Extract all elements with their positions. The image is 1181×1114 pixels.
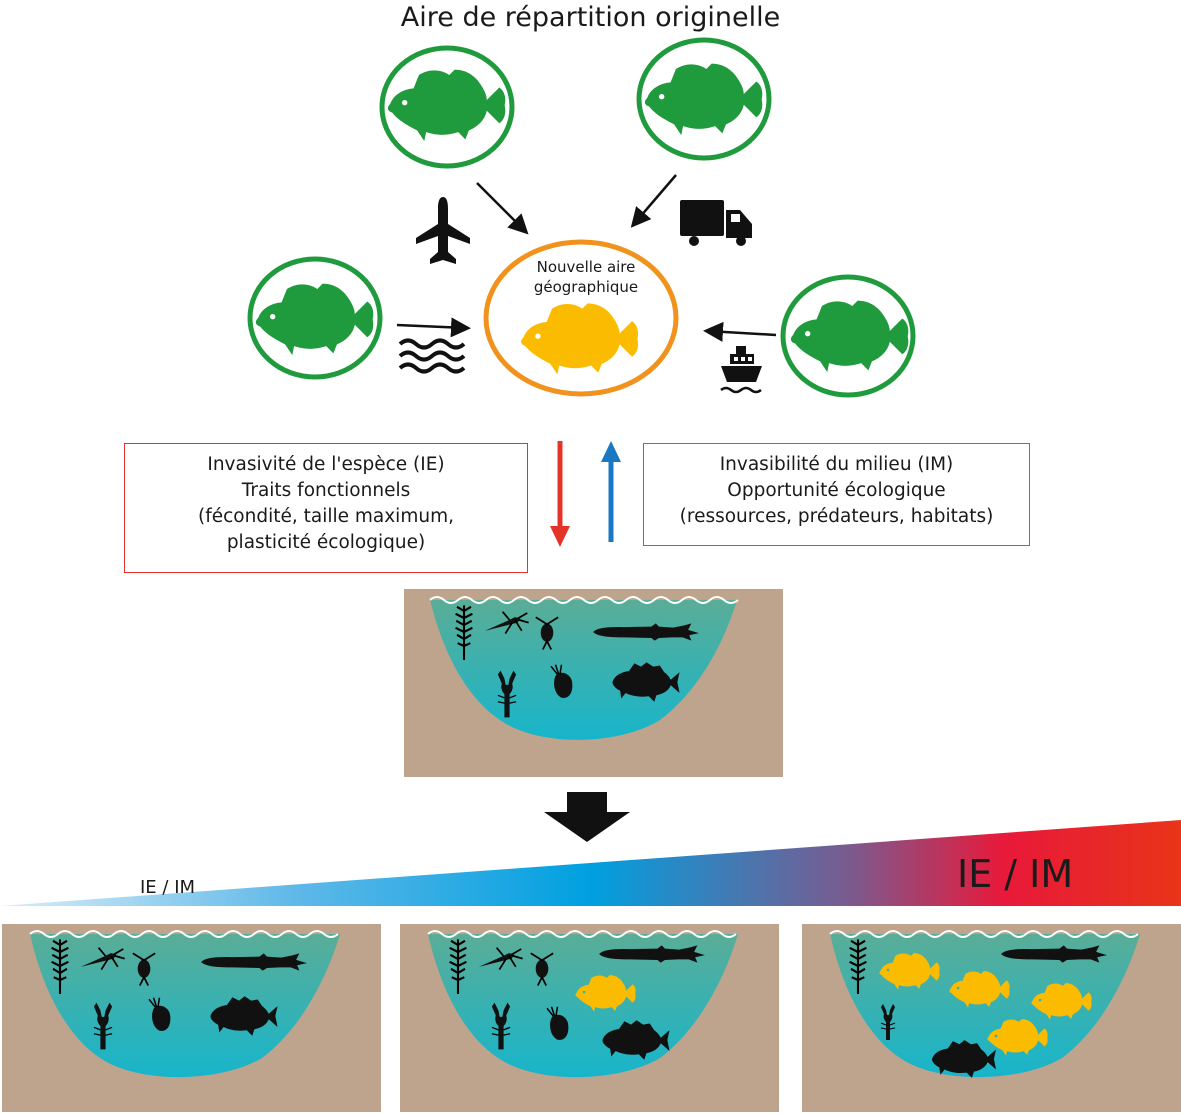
invasiveness-line: Invasivité de l'espèce (IE) bbox=[207, 454, 445, 475]
invasiveness-arrow bbox=[550, 441, 570, 547]
new-range-label-line: Nouvelle aire bbox=[536, 258, 636, 276]
invasibility-box: Invasibilité du milieu (IM) Opportunité … bbox=[643, 443, 1030, 546]
invasiveness-box: Invasivité de l'espèce (IE) Traits fonct… bbox=[124, 443, 528, 573]
native-range-top-left bbox=[379, 45, 515, 169]
truck-icon bbox=[680, 200, 752, 246]
invasiveness-line: plasticité écologique) bbox=[226, 532, 426, 553]
lake-medium-invasion bbox=[400, 924, 779, 1112]
lake-before-invasion bbox=[404, 589, 783, 777]
gradient-wedge bbox=[0, 820, 1181, 906]
native-range-top-right bbox=[636, 37, 772, 161]
transition-arrow bbox=[544, 792, 630, 842]
lake-high-invasion bbox=[802, 924, 1181, 1112]
lake-low-invasion bbox=[2, 924, 381, 1112]
airplane-icon bbox=[416, 197, 470, 264]
invasibility-line: Opportunité écologique bbox=[727, 480, 946, 501]
new-range-label: Nouvelle aire géographique bbox=[498, 257, 674, 297]
invasiveness-line: (fécondité, taille maximum, bbox=[198, 506, 454, 527]
invasibility-arrow bbox=[601, 441, 621, 542]
native-range-left bbox=[247, 256, 383, 380]
invasibility-line: Invasibilité du milieu (IM) bbox=[719, 454, 954, 475]
introduction-arrows bbox=[396, 174, 777, 342]
invasiveness-line: Traits fonctionnels bbox=[241, 480, 411, 501]
waves-icon bbox=[398, 338, 466, 374]
ship-icon bbox=[720, 346, 762, 394]
gradient-label-high: IE / IM bbox=[957, 852, 1074, 896]
native-range-right bbox=[780, 274, 916, 398]
new-range-label-line: géographique bbox=[533, 278, 639, 296]
page-title: Aire de répartition originelle bbox=[400, 2, 781, 33]
invasibility-line: (ressources, prédateurs, habitats) bbox=[679, 506, 994, 527]
gradient-label-low: IE / IM bbox=[140, 877, 196, 898]
new-range-circle bbox=[483, 239, 679, 397]
